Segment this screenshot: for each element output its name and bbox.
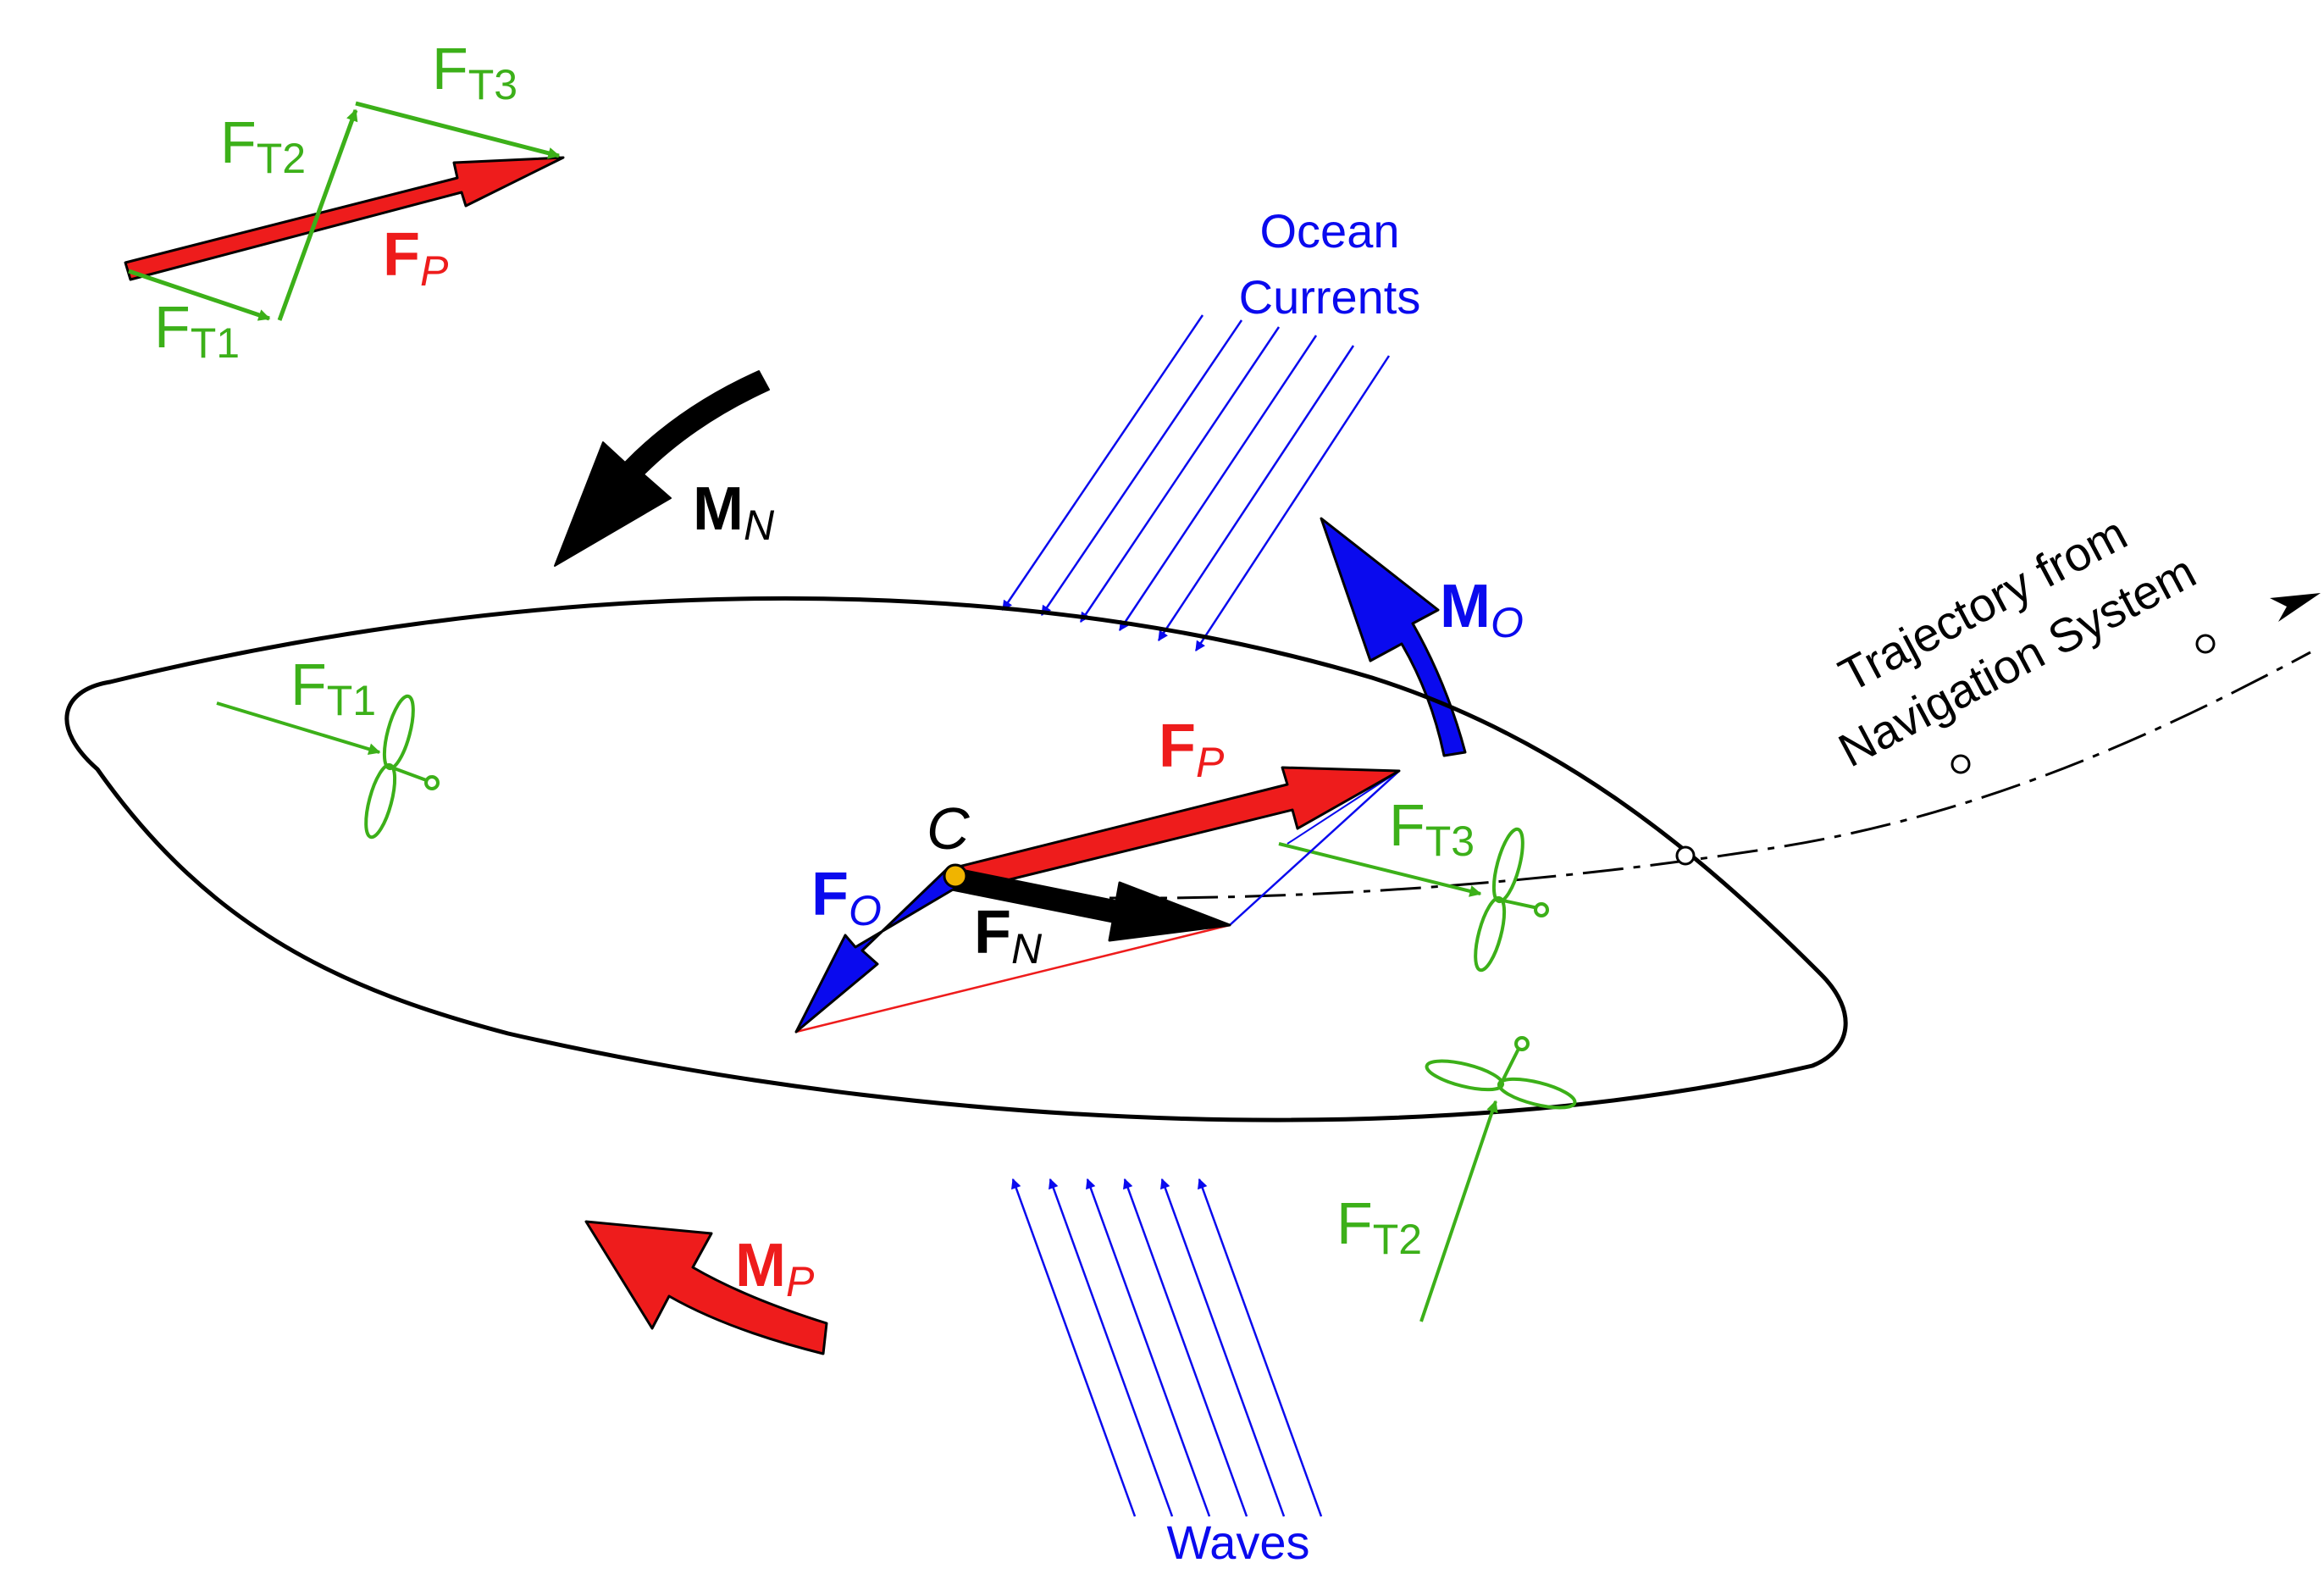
thruster-2: FT2 — [1336, 1036, 1577, 1322]
ft3-inset-arrow — [355, 101, 561, 159]
moment-mn: MN — [554, 370, 775, 567]
fn-label: FN — [974, 899, 1043, 973]
waypoint — [1951, 754, 1971, 774]
fp-label: FP — [1159, 712, 1225, 786]
force-polygon-inset: FT3 FT2 FT1 FP — [124, 36, 565, 367]
construction-line — [1286, 770, 1400, 845]
fn-arrow — [950, 867, 1231, 942]
moment-mo: MO — [1320, 517, 1524, 757]
moment-mp: MP — [584, 1220, 828, 1355]
curved-arrow-icon — [554, 370, 770, 567]
ocean-currents-label-line2: Currents — [1239, 270, 1421, 324]
trajectory-label: Trajectory from Navigation System — [1830, 506, 2205, 777]
waves-label: Waves — [1166, 1516, 1309, 1569]
center-point — [943, 863, 968, 889]
ft1-inset-arrow — [128, 269, 271, 321]
mo-label: MO — [1440, 573, 1524, 646]
ft2-inset-arrow — [277, 108, 358, 321]
fo-label: FO — [811, 861, 882, 934]
ocean-currents-label-line1: Ocean — [1260, 204, 1400, 258]
fp-inset-arrow — [124, 156, 565, 281]
ft1-inset-label: FT1 — [154, 294, 240, 367]
ft1-label: FT1 — [290, 651, 376, 724]
ocean-currents: Ocean Currents — [1001, 204, 1421, 652]
waypoint — [2195, 634, 2216, 654]
thruster-3: FT3 — [1278, 792, 1549, 973]
thruster-1: FT1 — [216, 651, 440, 840]
curved-arrow-icon — [584, 1220, 828, 1355]
ft3-label: FT3 — [1389, 792, 1475, 865]
vessel-hull — [64, 596, 1848, 1122]
construction-line — [795, 923, 1231, 1034]
trajectory: Trajectory from Navigation System — [1109, 506, 2321, 900]
ft3-inset-label: FT3 — [432, 36, 517, 108]
ft2-label: FT2 — [1336, 1190, 1422, 1263]
construction-line — [1229, 770, 1400, 926]
waves: Waves — [1011, 1178, 1323, 1569]
fp-arrow — [954, 766, 1401, 893]
trajectory-arrowhead — [2270, 593, 2321, 622]
central-forces: C FP FO FN — [794, 712, 1401, 1034]
waypoint — [1675, 845, 1696, 866]
fp-inset-label: FP — [383, 221, 449, 295]
mn-label: MN — [693, 475, 775, 549]
center-label: C — [927, 795, 970, 862]
trajectory-path — [1109, 651, 2311, 900]
ft2-inset-label: FT2 — [220, 109, 306, 182]
fo-arrow — [794, 867, 960, 1034]
mp-label: MP — [735, 1232, 815, 1305]
